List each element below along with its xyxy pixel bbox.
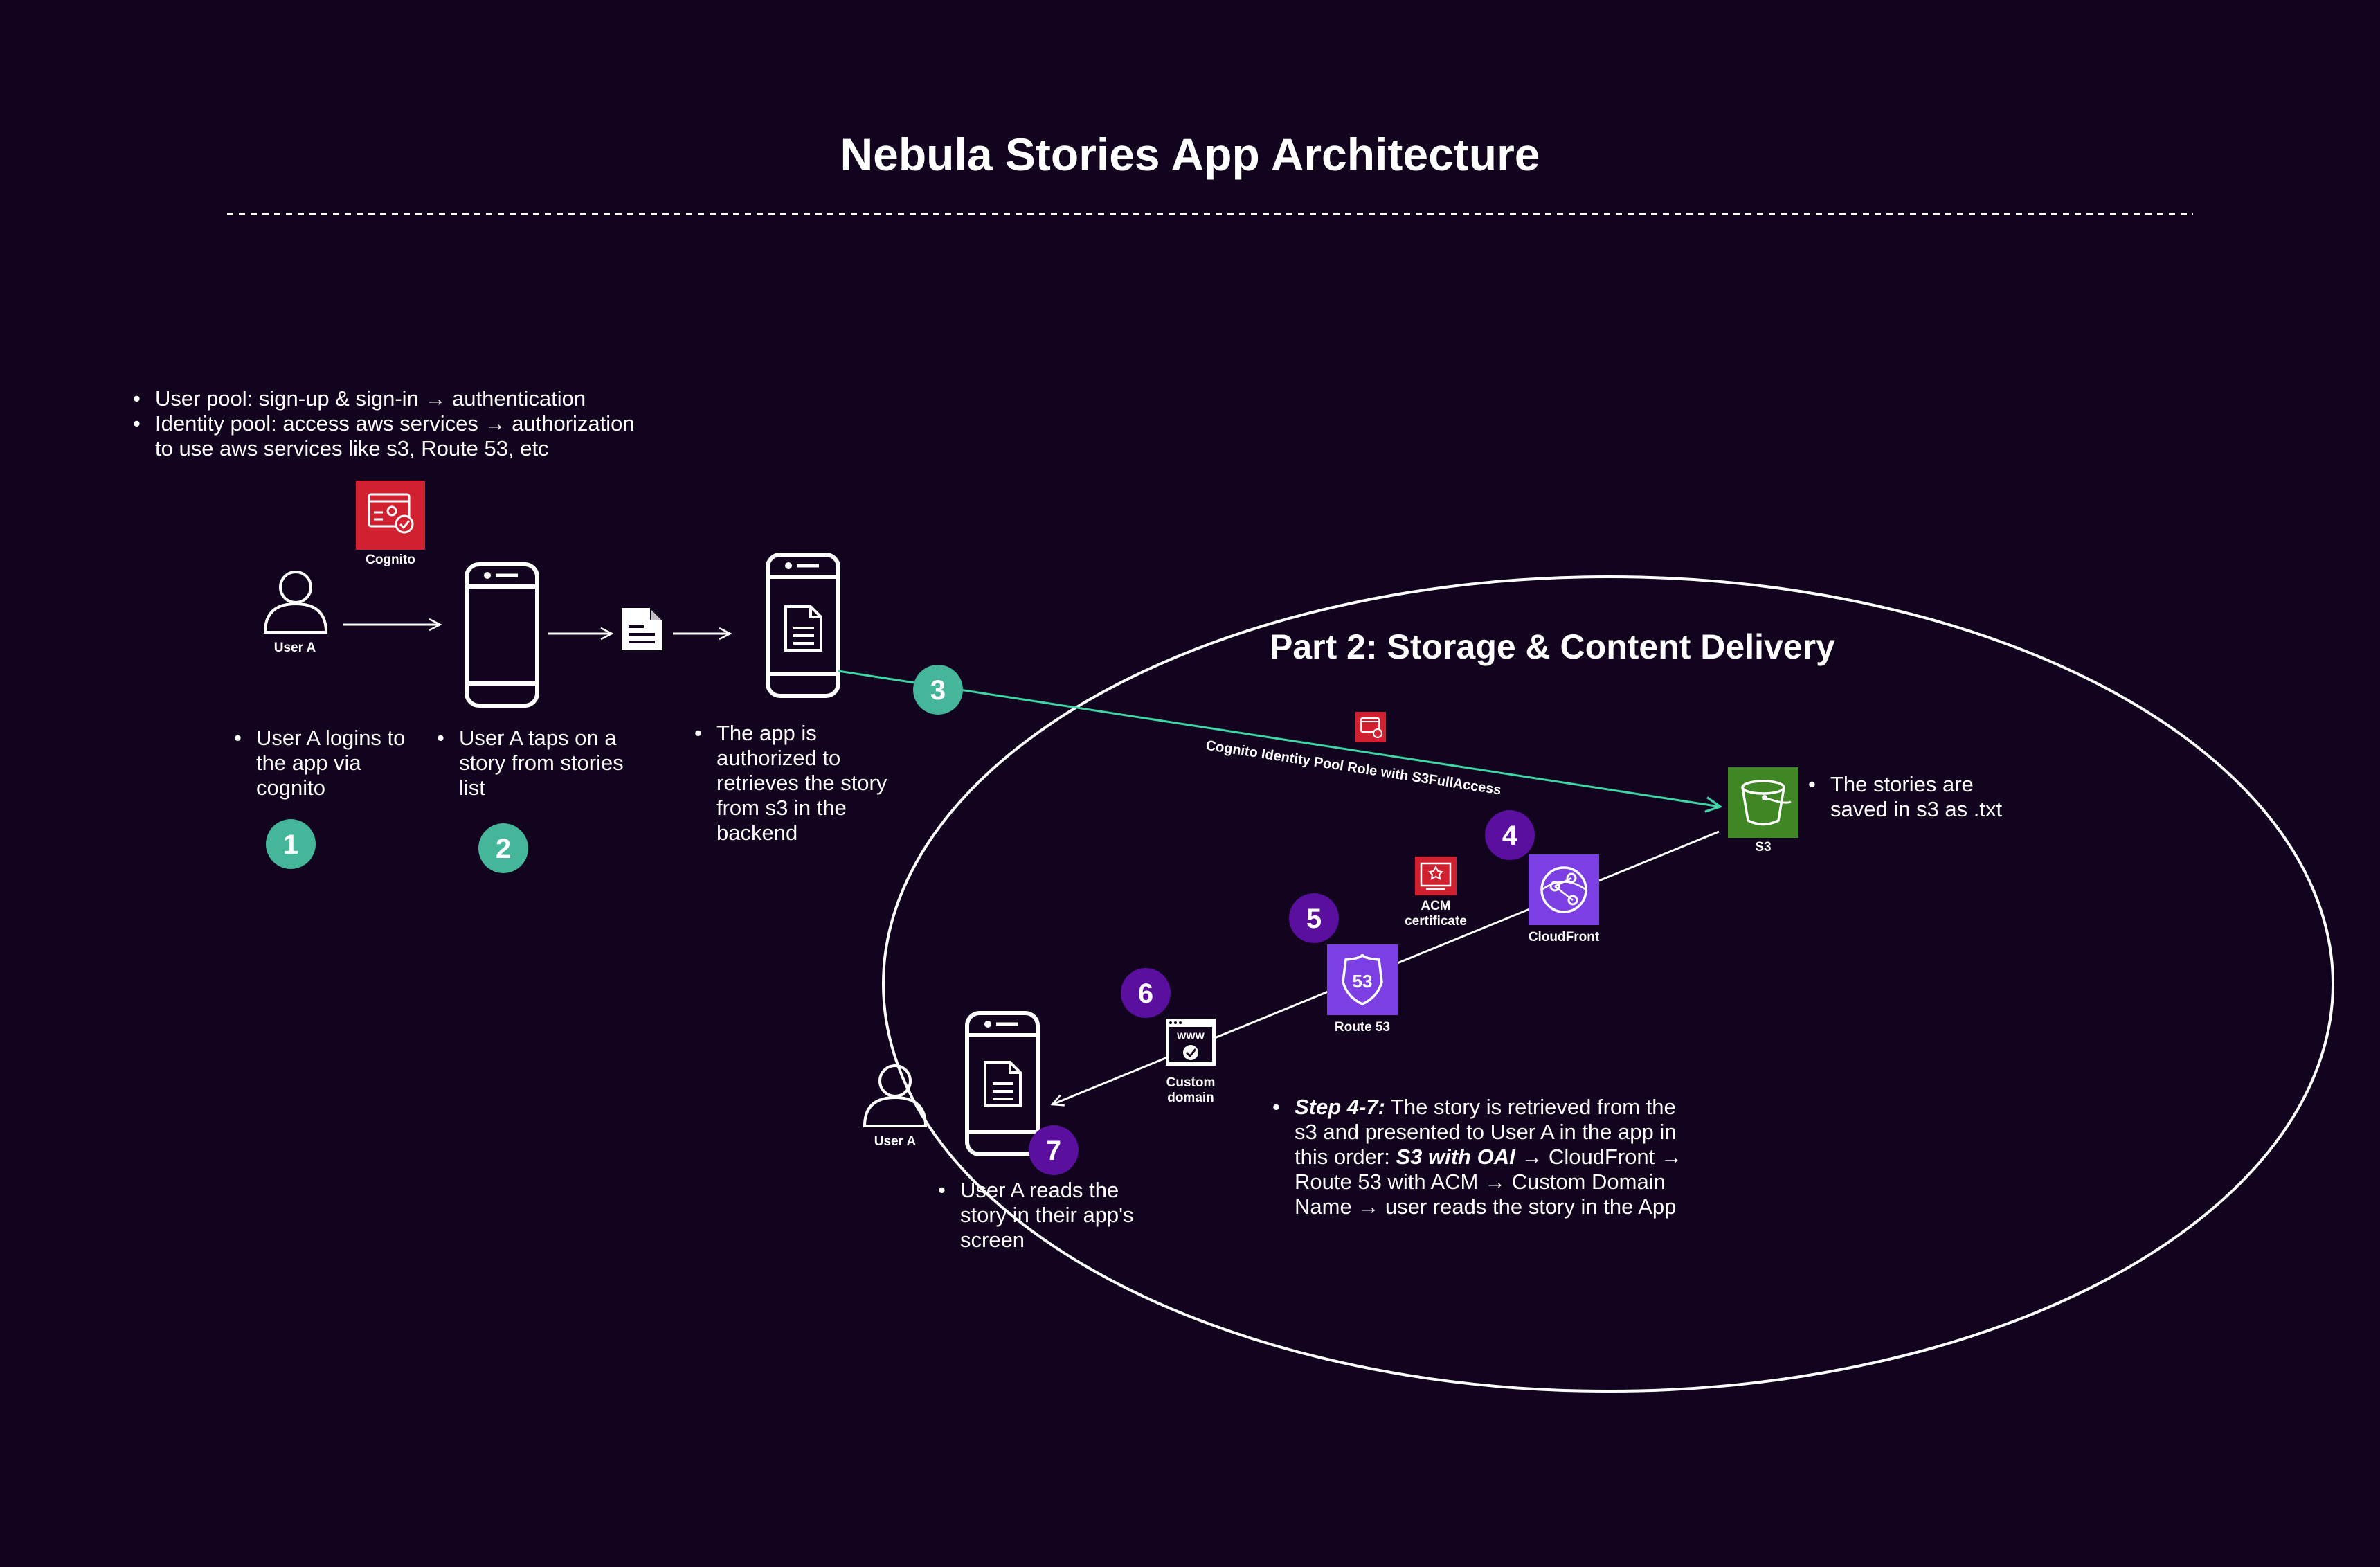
step-badge-6: 6	[1121, 968, 1171, 1018]
cloudfront-label: CloudFront	[1528, 930, 1600, 944]
cognito-label: Cognito	[366, 553, 415, 567]
svg-text:7: 7	[1046, 1136, 1061, 1166]
document-icon	[622, 608, 662, 650]
pool-notes: User pool: sign-up & sign-in → authentic…	[130, 386, 635, 461]
user-icon	[263, 571, 328, 634]
svg-text:3: 3	[930, 675, 946, 706]
user-a-label: User A	[273, 641, 316, 655]
user-a-label: User A	[874, 1134, 917, 1149]
note-step-4-7: Step 4-7: The story is retrieved from th…	[1270, 1095, 1682, 1219]
page-title: Nebula Stories App Architecture	[840, 129, 1540, 180]
part2-boundary	[882, 575, 2334, 1393]
phone-icon	[465, 562, 539, 708]
svg-text:53: 53	[1353, 971, 1373, 992]
step-badge-1: 1	[266, 819, 316, 869]
step-badge-7: 7	[1029, 1125, 1079, 1175]
cloudfront-icon	[1529, 854, 1599, 925]
svg-text:2: 2	[496, 834, 511, 864]
s3-bucket-icon	[1728, 767, 1798, 838]
svg-text:4: 4	[1502, 821, 1518, 851]
step-badge-5: 5	[1289, 893, 1339, 943]
user-icon	[863, 1064, 928, 1127]
cognito-icon	[356, 481, 425, 550]
svg-text:6: 6	[1138, 978, 1153, 1009]
svg-text:WWW: WWW	[1177, 1030, 1205, 1041]
pool-note-identity: Identity pool: access aws services → aut…	[133, 411, 635, 461]
step-badge-2: 2	[478, 823, 528, 873]
svg-text:1: 1	[283, 830, 298, 860]
cognito-icon	[1355, 712, 1386, 742]
route53-icon: 53	[1327, 944, 1398, 1015]
svg-text:5: 5	[1306, 904, 1322, 934]
arrow-app-to-s3	[838, 670, 1720, 807]
s3-label: S3	[1755, 840, 1772, 854]
step-badge-3: 3	[913, 665, 963, 715]
pool-note-user: User pool: sign-up & sign-in → authentic…	[133, 386, 635, 411]
role-label: Cognito Identity Pool Role with S3FullAc…	[1205, 738, 1502, 798]
phone-icon	[965, 1011, 1040, 1156]
step-badge-4: 4	[1485, 810, 1535, 860]
phone-icon	[766, 553, 840, 698]
acm-certificate-icon	[1415, 857, 1457, 895]
route53-label: Route 53	[1334, 1020, 1391, 1035]
custom-domain-icon: WWW	[1166, 1019, 1216, 1066]
part2-title: Part 2: Storage & Content Delivery	[1270, 627, 1835, 666]
